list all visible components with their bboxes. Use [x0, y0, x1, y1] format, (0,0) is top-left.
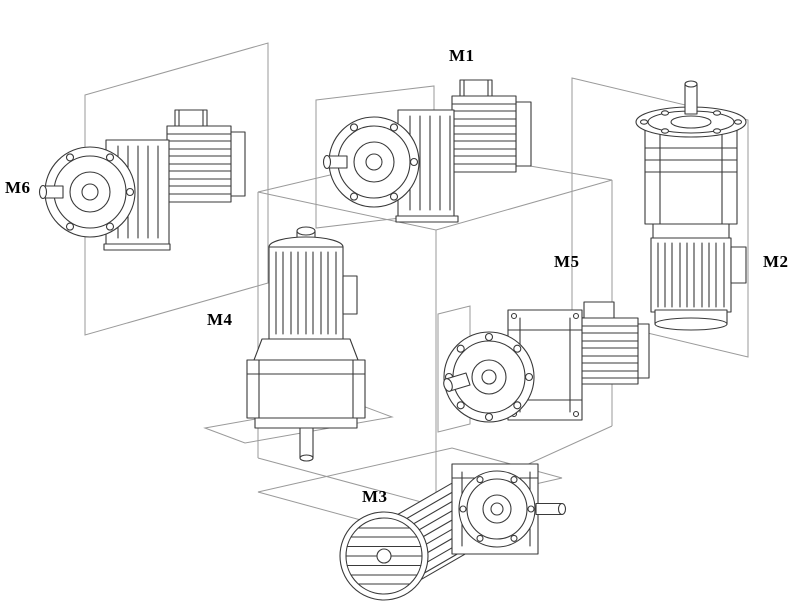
gearbox-housing	[246, 359, 366, 419]
gearbox-housing	[644, 129, 738, 225]
gearmotor-m3-drawing	[339, 463, 567, 601]
mounting-plane-m3	[257, 447, 563, 523]
mounting-plane-m5	[437, 305, 471, 433]
terminal-box	[342, 275, 358, 315]
gearmotor-m1-drawing	[322, 79, 532, 223]
fan-cover	[229, 131, 246, 197]
motor-body	[650, 237, 732, 313]
label-m4: M4	[207, 310, 233, 329]
gearmotor-m5-drawing	[443, 301, 650, 423]
gearmotor-m2-drawing	[635, 80, 747, 331]
label-m5: M5	[554, 252, 580, 271]
fan-cover	[515, 101, 532, 167]
label-m1: M1	[449, 46, 475, 65]
terminal-box	[583, 301, 615, 319]
label-m2: M2	[763, 252, 789, 271]
motor-body	[577, 317, 639, 385]
mounting-plane-m6	[84, 42, 269, 336]
terminal-box	[174, 109, 208, 127]
output-shaft	[299, 427, 314, 459]
gearmotor-m4-drawing	[246, 226, 366, 462]
output-shaft	[684, 83, 698, 115]
output-flange	[254, 417, 358, 429]
label-m3: M3	[362, 487, 388, 506]
terminal-box	[459, 79, 493, 97]
terminal-box	[730, 246, 747, 284]
gearmotor-m6-drawing	[38, 109, 246, 251]
label-m6: M6	[5, 178, 31, 197]
